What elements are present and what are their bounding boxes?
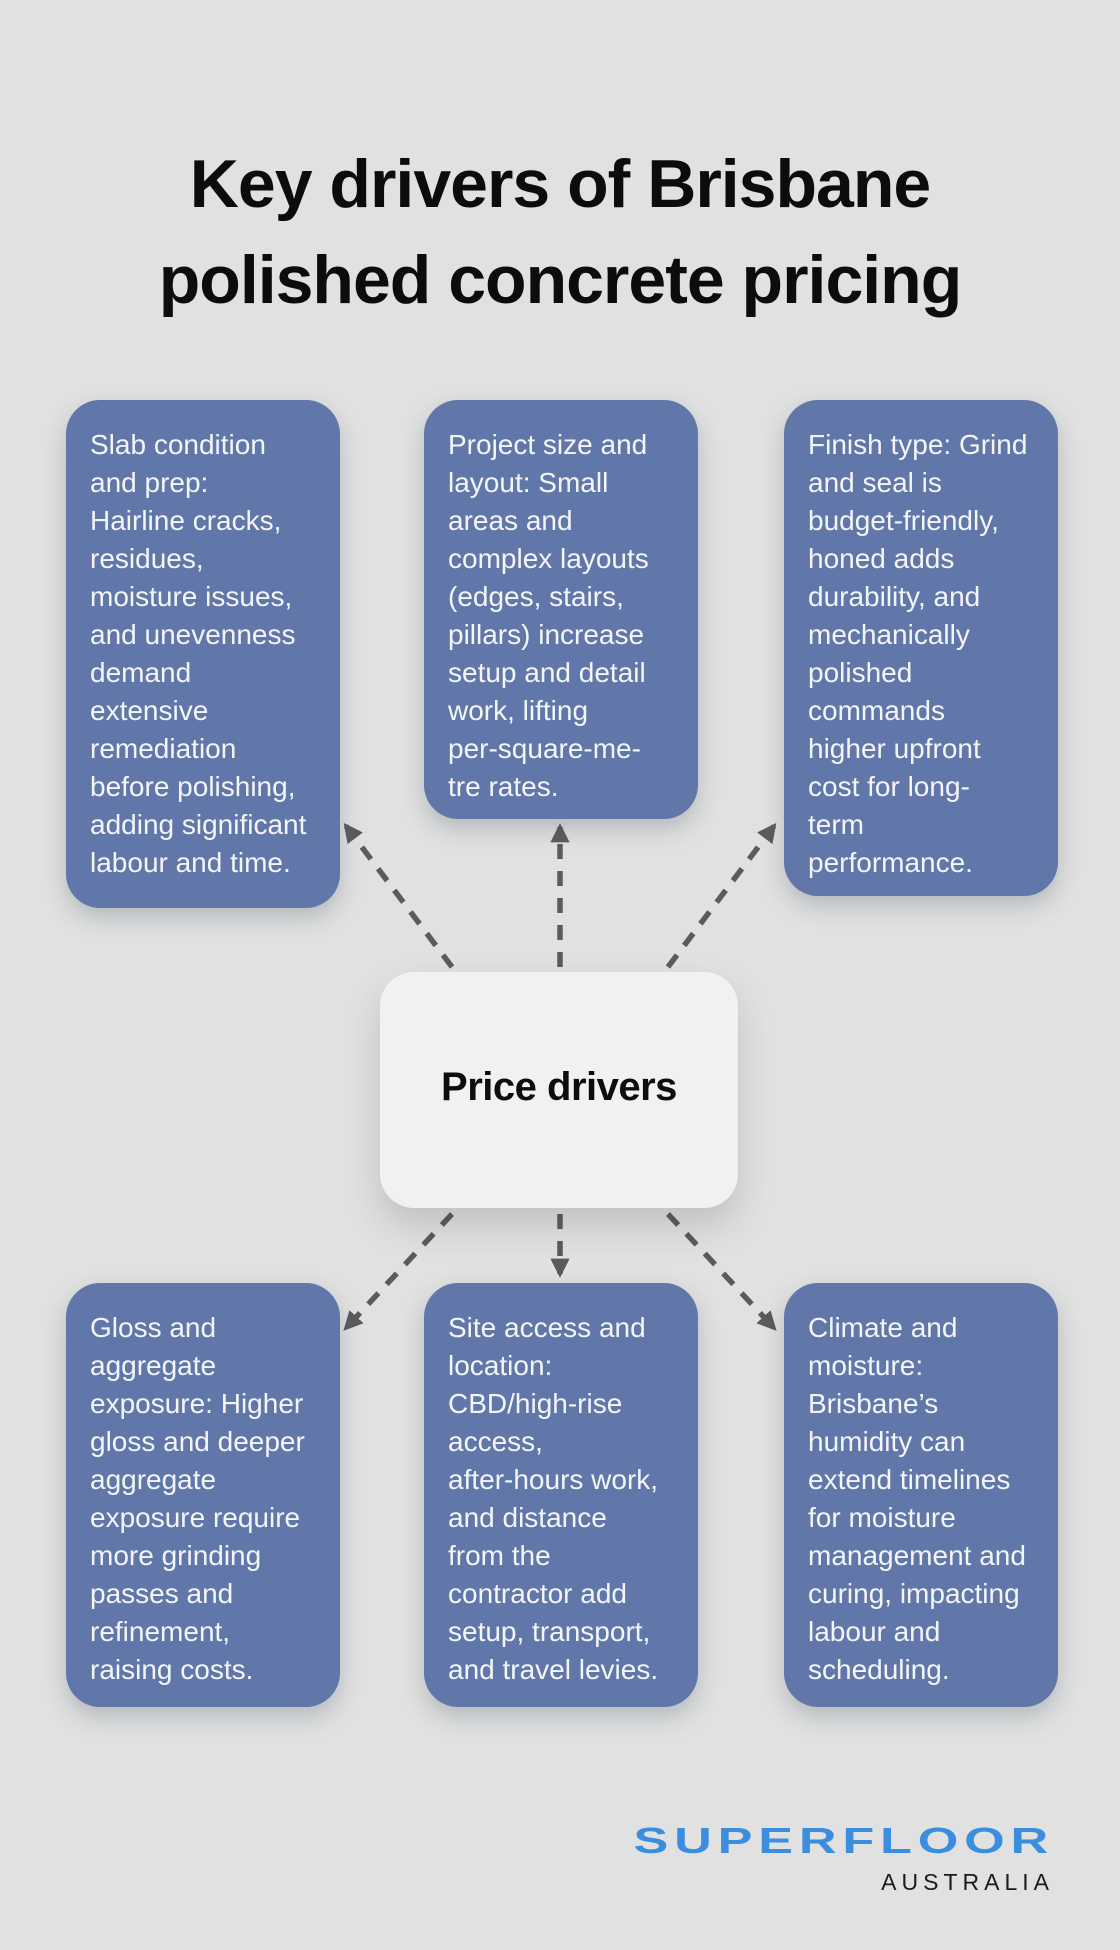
driver-box-slab-condition-prep: Slab condition and prep: Hairline cracks… — [66, 400, 340, 908]
center-node-label: Price drivers — [441, 1064, 677, 1109]
driver-box-climate-moisture: Climate and moisture: Brisbane’s humidit… — [784, 1283, 1058, 1707]
page-title: Key drivers of Brisbane polished concret… — [158, 145, 963, 318]
driver-box-finish-type: Finish type: Grind and seal is budget-fr… — [784, 400, 1058, 896]
driver-box-site-access-location: Site access and location: CBD/high-rise … — [424, 1283, 698, 1707]
driver-box-gloss-aggregate-exposure: Gloss and aggregate exposure: Higher glo… — [66, 1283, 340, 1707]
logo: SUPERFLOOR AUSTRALIA — [633, 1820, 1054, 1896]
center-node: Price drivers — [380, 972, 738, 1208]
connector-top-left — [343, 822, 455, 969]
driver-box-project-size-layout: Project size and layout: Small areas and… — [424, 400, 698, 819]
logo-brand-text: SUPERFLOOR — [633, 1820, 1054, 1861]
connector-top-right — [665, 822, 777, 969]
logo-region-text: AUSTRALIA — [881, 1869, 1054, 1895]
